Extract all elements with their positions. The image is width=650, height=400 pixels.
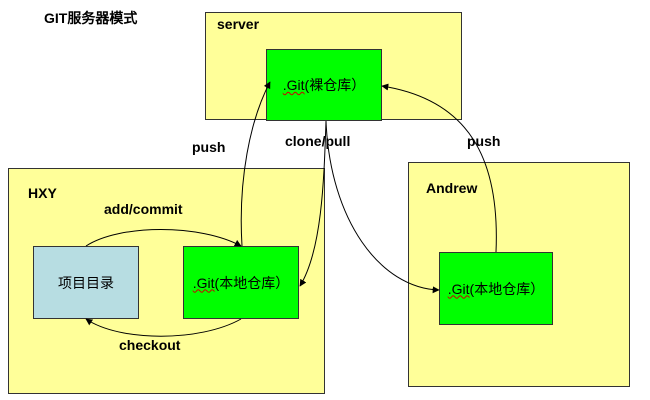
clone-pull-andrew-arrow (325, 120, 440, 294)
push-hxy-arrow (240, 81, 271, 247)
project-dir-label: 项目目录 (58, 274, 114, 291)
repo-type-label: (本地仓库） (214, 274, 290, 291)
andrew-local-repo: .Git(本地仓库） (439, 252, 553, 325)
add-commit-arrow (85, 229, 242, 247)
push-andrew-label: push (467, 133, 501, 149)
server-panel-label: server (217, 16, 260, 32)
clone-pull-label: clone/pull (285, 133, 351, 149)
git-label: .Git (192, 274, 215, 291)
server-bare-repo: .Git(裸仓库） (266, 49, 382, 121)
hxy-panel-label: HXY (28, 185, 57, 201)
hxy-local-repo: .Git(本地仓库） (183, 246, 299, 319)
push-andrew-arrow (381, 83, 497, 253)
push-hxy-label: push (192, 139, 226, 155)
checkout-arrow (85, 318, 242, 337)
diagram-title: GIT服务器模式 (44, 10, 138, 26)
checkout-label: checkout (119, 337, 181, 353)
clone-pull-hxy-arrow (299, 120, 327, 287)
andrew-panel-label: Andrew (426, 180, 478, 196)
git-label: .Git (282, 77, 305, 93)
git-label: .Git (447, 280, 470, 297)
add-commit-label: add/commit (104, 201, 183, 217)
project-directory: 项目目录 (33, 246, 139, 319)
repo-type-label: (本地仓库） (469, 280, 545, 297)
repo-type-label: (裸仓库） (304, 77, 366, 93)
